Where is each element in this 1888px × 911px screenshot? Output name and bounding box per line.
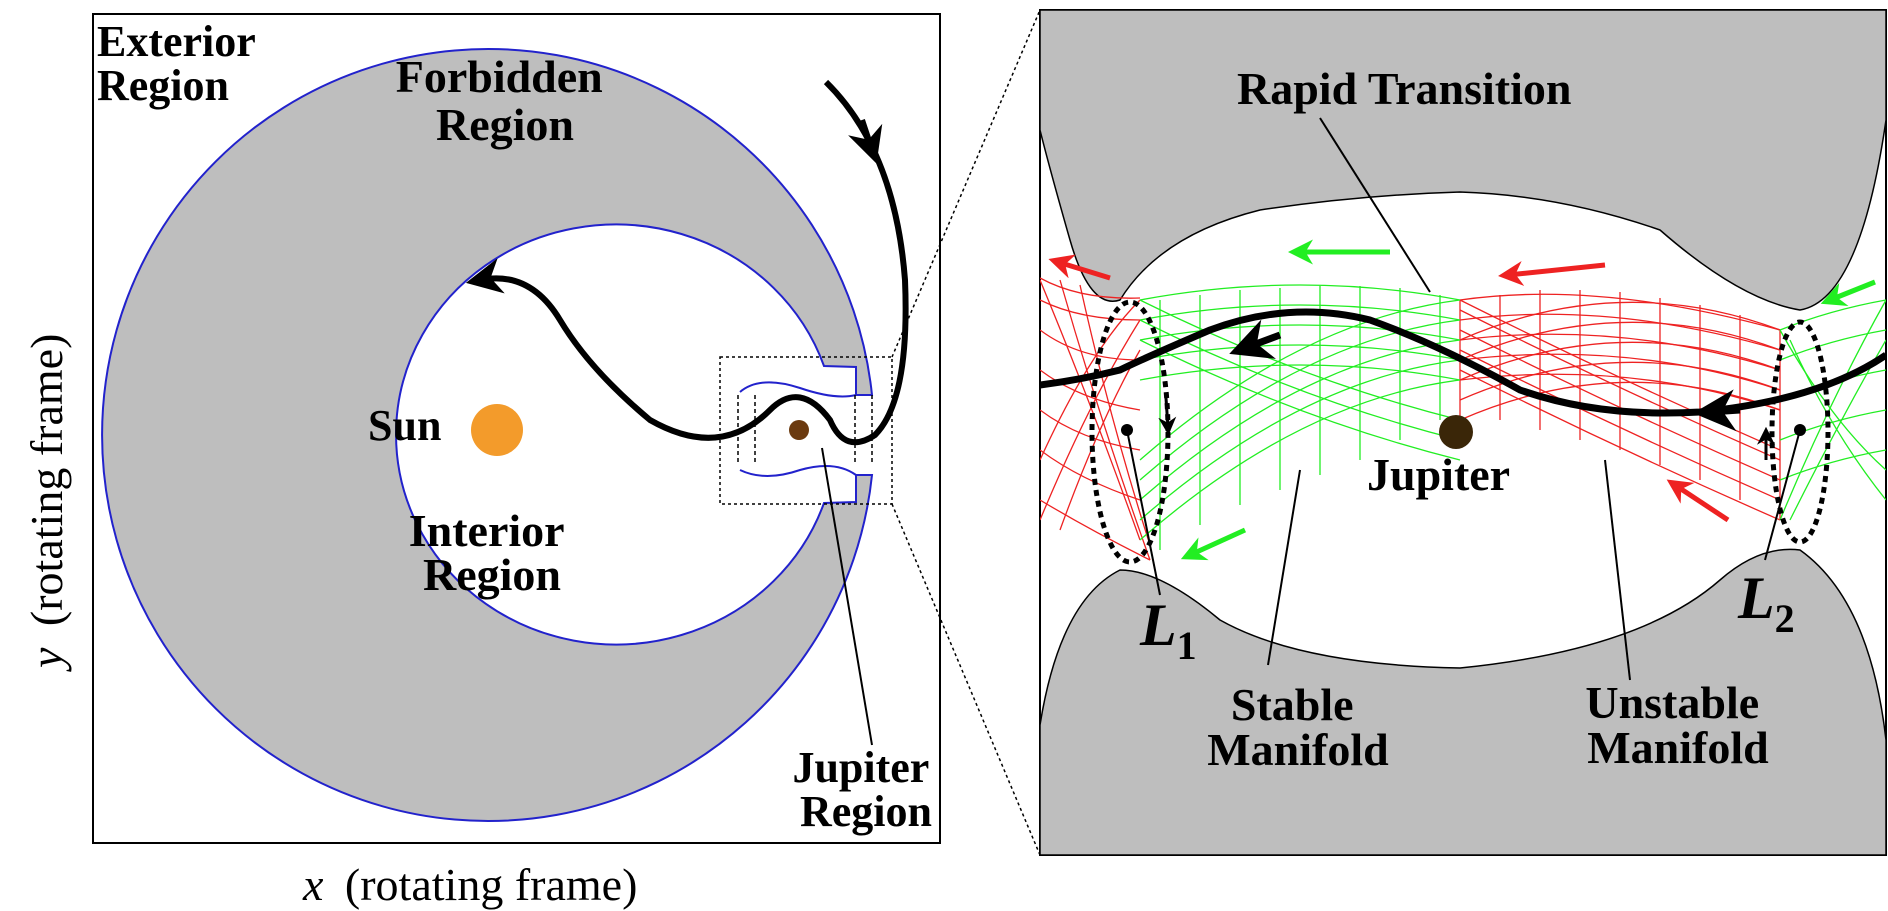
forbidden-region	[101, 48, 874, 822]
green-arrow-top-right	[1820, 279, 1876, 307]
red-arrow-top-left	[1048, 254, 1111, 281]
zoom-connector-top	[891, 9, 1041, 358]
jupiter-region-label: Jupiter Region	[792, 743, 939, 836]
upper-forbidden-zone	[1040, 10, 1886, 311]
unstable-manifold-label: Unstable Manifold	[1585, 677, 1770, 773]
green-arrow-bottom-left	[1180, 527, 1247, 561]
l1-pointer	[1126, 429, 1161, 596]
rapid-transition-label: Rapid Transition	[1237, 63, 1571, 114]
trajectory-right-arrow-a	[1693, 389, 1741, 432]
l2-label: L2	[1737, 565, 1795, 641]
left-panel: Exterior Region Forbidden Region Sun Int…	[21, 13, 941, 910]
x-axis-label: x (rotating frame)	[302, 859, 637, 910]
trajectory-left-arrow	[848, 119, 883, 164]
rapid-transition-pointer	[1319, 117, 1431, 293]
right-panel: Rapid Transition Jupiter L1 L2 Stable Ma…	[1039, 9, 1887, 856]
gap-upper-boundary	[739, 381, 857, 398]
forbidden-region-label: Forbidden Region	[396, 51, 615, 150]
jupiter-label: Jupiter	[1367, 449, 1510, 500]
zoom-box	[719, 356, 893, 505]
l1-orbit-arrow	[1158, 397, 1177, 436]
exterior-region-label: Exterior Region	[97, 17, 266, 110]
stable-manifold-pointer	[1267, 469, 1301, 666]
trajectory-right-arrow-b	[1229, 319, 1282, 359]
jupiter-marker-large	[1439, 415, 1473, 449]
interior-region-label: Interior Region	[409, 505, 576, 600]
sun-label: Sun	[368, 401, 441, 450]
unstable-manifold-pointer	[1604, 459, 1631, 681]
unstable-manifold-tubes	[1040, 277, 1781, 561]
stable-manifold-label: Stable Manifold	[1207, 679, 1389, 775]
red-arrow-bottom-right	[1666, 479, 1730, 523]
trajectory-left	[465, 79, 909, 446]
jupiter-marker-small	[789, 420, 809, 440]
sun-marker	[471, 404, 523, 456]
y-axis-label: y (rotating frame)	[21, 334, 72, 672]
l2-pointer	[1764, 429, 1801, 561]
lower-forbidden-zone	[1040, 548, 1886, 855]
l1-label: L1	[1139, 592, 1197, 668]
gap-lower-boundary	[739, 465, 857, 477]
jupiter-region-pointer	[821, 447, 873, 746]
red-arrow-top-right	[1498, 261, 1606, 286]
